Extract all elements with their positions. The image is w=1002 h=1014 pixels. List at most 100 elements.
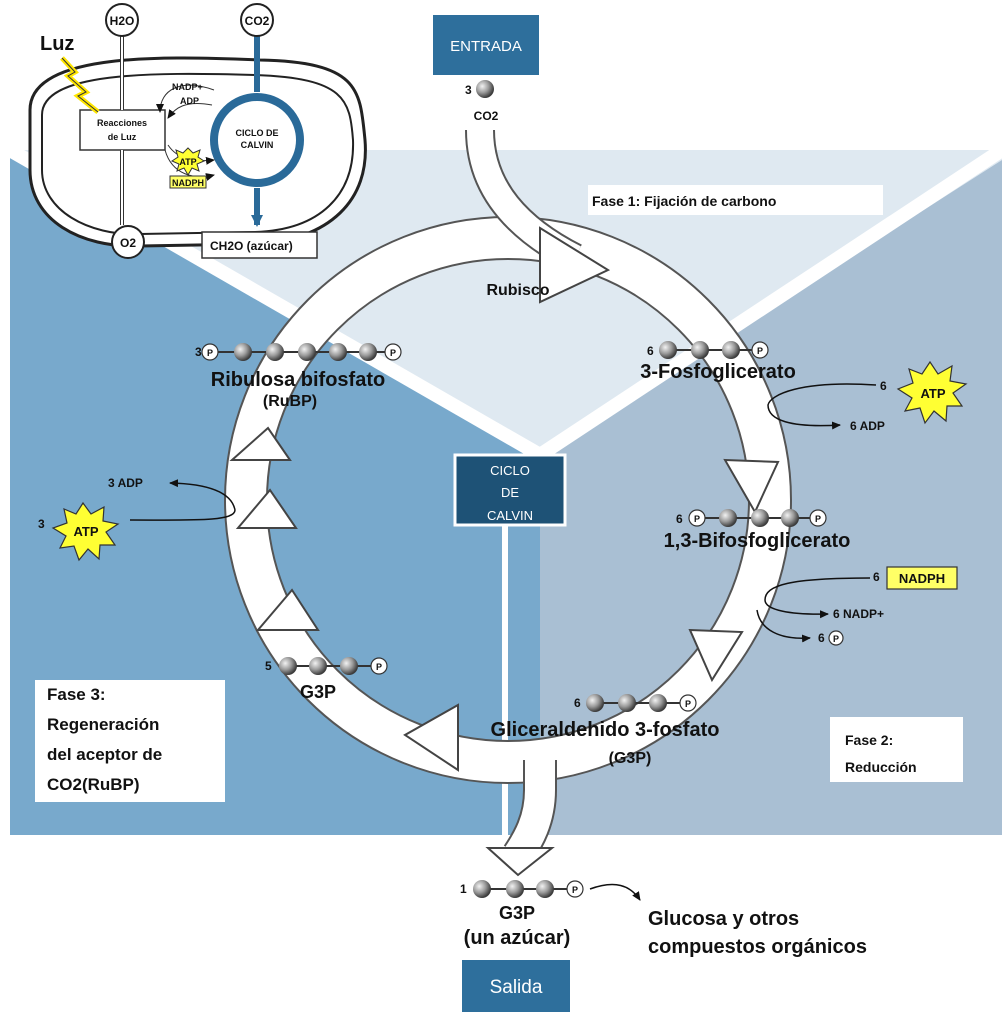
out-g3p-molecule: 1 P — [460, 880, 584, 898]
regen-atp-burst-icon — [51, 501, 120, 562]
fase2-box — [830, 717, 963, 782]
fase3-line3: del aceptor de — [47, 745, 162, 764]
nadph-label: NADPH — [899, 571, 945, 586]
co2-molecule-icon — [476, 80, 494, 98]
cycle-ring — [224, 216, 792, 784]
regen-atp-label: ATP — [73, 524, 98, 539]
calvin-center-line2: DE — [501, 485, 519, 500]
atp-burst-icon — [896, 360, 968, 425]
phosphate-symbol: P — [694, 514, 700, 524]
h2o-label: H2O — [110, 14, 135, 28]
entrada-count: 3 — [465, 83, 472, 97]
ring-arrow-bottom — [403, 703, 459, 772]
g3p-molecule: 6 P — [574, 694, 697, 712]
rubp-name: Ribulosa bifosfato — [211, 369, 385, 391]
ch2o-box — [201, 231, 318, 259]
inset-nadp-label: NADP+ — [172, 82, 203, 92]
fase3-region — [10, 150, 540, 835]
fase3-line2: Regeneración — [47, 715, 159, 734]
o2-circle — [111, 225, 145, 259]
calvin-ring-icon — [210, 93, 304, 187]
nadph-box — [886, 566, 958, 590]
entrada-box — [433, 15, 539, 75]
calvin-center-line1: CICLO — [490, 463, 530, 478]
rubisco-label: Rubisco — [486, 282, 549, 299]
phosphate-symbol: P — [207, 348, 213, 358]
out-name: G3P — [499, 903, 535, 923]
fase2-line2: Reducción — [845, 759, 917, 775]
pi-icon — [828, 630, 844, 646]
phosphate-symbol: P — [376, 662, 382, 672]
out-desc: (un azúcar) — [464, 927, 571, 949]
products-line1: Glucosa y otros — [648, 908, 799, 930]
divider-right — [536, 144, 1002, 461]
ring-arrow-right1 — [723, 458, 780, 515]
luz-label: Luz — [40, 33, 74, 55]
co2-circle — [240, 3, 274, 37]
bpg-molecule: 6 P P — [676, 509, 827, 527]
nadp-out-label: 6 NADP+ — [833, 607, 884, 621]
g3p-count: 6 — [574, 696, 581, 710]
inset-nadph-box — [169, 175, 207, 189]
inset-calvin-label-1: CICLO DE — [235, 128, 278, 138]
o2-label: O2 — [120, 236, 136, 250]
out-count: 1 — [460, 882, 467, 896]
ring-arrow-left2 — [235, 488, 298, 529]
regen-atp-count: 3 — [38, 517, 45, 531]
bpg-name: 1,3-Bifosfoglicerato — [664, 530, 851, 552]
nadph-in-count: 6 — [873, 570, 880, 584]
entrada-label: ENTRADA — [450, 38, 522, 55]
inset-nadph-label: NADPH — [172, 178, 204, 188]
phosphate-symbol: P — [572, 885, 578, 895]
inset-atp-label: ATP — [179, 157, 196, 167]
fase3-line1: Fase 3: — [47, 685, 106, 704]
salida-box — [462, 960, 570, 1012]
salida-label: Salida — [490, 977, 543, 998]
phosphate-symbol: P — [390, 348, 396, 358]
g3p-name: Gliceraldehido 3-fosfato — [491, 719, 720, 741]
entrada-molecule: CO2 — [474, 109, 499, 123]
fase1-label: Fase 1: Fijación de carbono — [592, 193, 776, 209]
fase3-line4: CO2(RuBP) — [47, 775, 140, 794]
phosphate-symbol: P — [685, 699, 691, 709]
inset-atp-icon — [170, 147, 206, 177]
calvin-center-box — [453, 453, 567, 527]
ring-arrow-left3 — [229, 426, 292, 461]
fase3-box — [35, 680, 225, 802]
bpg-count: 6 — [676, 512, 683, 526]
pga-count: 6 — [647, 344, 654, 358]
products-line2: compuestos orgánicos — [648, 936, 867, 958]
light-reactions-label-1: Reacciones — [97, 118, 147, 128]
ring-arrow-left1 — [255, 588, 320, 631]
h2o-circle — [105, 3, 139, 37]
phosphate-symbol: P — [815, 514, 821, 524]
pi-out-count: 6 — [818, 631, 825, 645]
output-arrow-head — [485, 847, 555, 877]
inset-co2-label: CO2 — [245, 14, 270, 28]
rubp-count: 3 — [195, 345, 202, 359]
adp-out-label: 6 ADP — [850, 419, 885, 433]
g3p5-name: G3P — [300, 682, 336, 702]
ring-arrow-right2 — [688, 628, 744, 683]
regen-adp-out: 3 ADP — [108, 476, 143, 490]
g3p5-count: 5 — [265, 659, 272, 673]
phosphate-symbol: P — [757, 346, 763, 356]
rubp-molecule: 3 P P — [195, 343, 402, 361]
ch2o-label: CH2O (azúcar) — [210, 239, 293, 253]
inset-calvin-label-2: CALVIN — [241, 140, 274, 150]
ring-arrow-top — [539, 226, 611, 304]
rubp-abbr: (RuBP) — [263, 393, 317, 410]
atp-label: ATP — [920, 386, 945, 401]
fase2-line1: Fase 2: — [845, 732, 893, 748]
g3p-abbr: (G3P) — [609, 750, 652, 767]
chloroplast-inset: Reacciones de Luz H2O O2 Luz CICLO DE CA… — [28, 3, 367, 259]
fase1-box — [588, 185, 883, 215]
atp-in-count: 6 — [880, 379, 887, 393]
inset-adp-label: ADP — [180, 96, 199, 106]
pga-name: 3-Fosfoglicerato — [640, 361, 796, 383]
g3p5-molecule: 5 P — [265, 657, 388, 675]
phosphate-symbol: P — [833, 634, 839, 644]
light-reactions-label-2: de Luz — [108, 132, 137, 142]
calvin-center-line3: CALVIN — [487, 508, 533, 523]
